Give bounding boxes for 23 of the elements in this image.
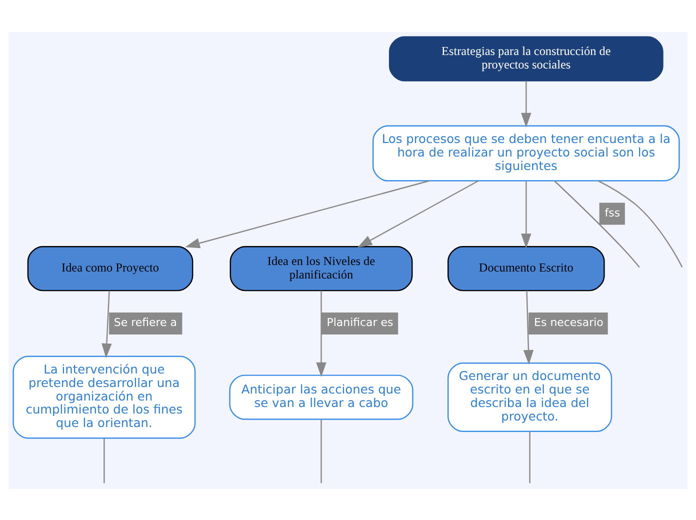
node-box: Estrategias para la construcción de proyectos sociales <box>388 36 664 81</box>
connector <box>529 431 530 483</box>
edge-label: Se refiere a <box>114 316 178 329</box>
edge-label: Planificar es <box>326 316 394 329</box>
node-box: Anticipar las acciones que se van a llevar a cabo <box>229 374 414 420</box>
arrow <box>523 290 534 364</box>
connector <box>104 438 105 483</box>
connector <box>554 180 640 268</box>
connector <box>320 418 322 483</box>
node-box: Los procesos que se deben tener encuenta a la hora de realizar un proyecto social son los siguientes <box>372 124 680 181</box>
edge-label: Es necesario <box>534 316 604 329</box>
node-box: Generar un documento escrito en el que se describa la idea del proyecto. <box>447 362 612 432</box>
node-box: Idea como Proyecto <box>27 246 194 291</box>
arrow <box>357 180 478 247</box>
arrow <box>102 290 112 358</box>
arrow <box>185 180 430 248</box>
node-box: Documento Escrito <box>447 246 605 291</box>
arrow <box>521 80 532 128</box>
arrow <box>521 180 532 248</box>
node-box: Idea en los Niveles de planificación <box>230 246 413 291</box>
node-box: La intervención que pretende desarrollar una organización en cumplimiento de los fines que la orientan. <box>12 355 196 438</box>
arrow <box>316 290 326 377</box>
edge-label: fss <box>604 206 620 219</box>
